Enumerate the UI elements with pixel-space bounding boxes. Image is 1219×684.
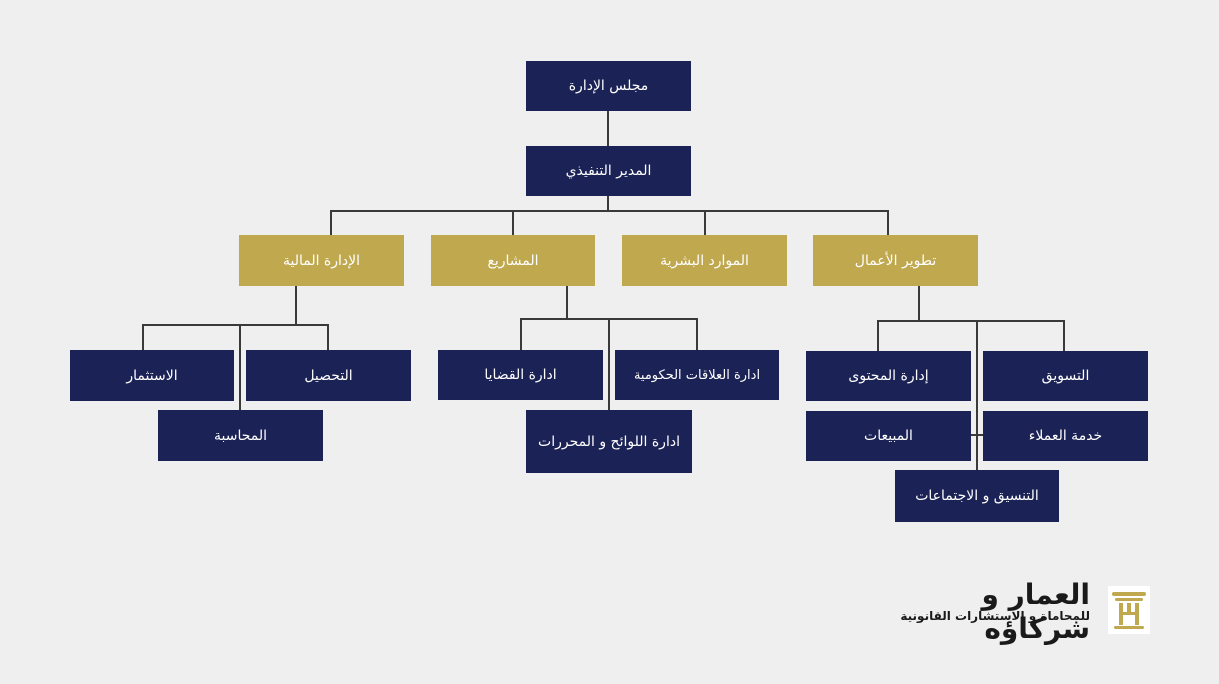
logo-tagline: للمحاماة و الاستشارات القانونية (900, 609, 1090, 623)
ceo-box: المدير التنفيذي (526, 146, 691, 196)
unit-sales-box: المبيعات (806, 411, 971, 461)
connector-content-drop (877, 320, 879, 351)
unit-accounting-box: المحاسبة (158, 410, 323, 461)
connector-accounting-drop (239, 324, 241, 410)
dept-hr-box: الموارد البشرية (622, 235, 787, 286)
connector-finance-bus (142, 324, 329, 326)
board-box: مجلس الإدارة (526, 61, 691, 111)
connector-bizdev-bus (877, 320, 1065, 322)
logo-name: العمار و شركاؤه (981, 578, 1090, 645)
connector-finance-down (295, 286, 297, 325)
connector-investment-drop (142, 324, 144, 350)
connector-projects-drop (512, 210, 514, 235)
connector-sales-cs (970, 434, 983, 436)
unit-content-box: إدارة المحتوى (806, 351, 971, 401)
connector-regulations-drop (608, 318, 610, 410)
dept-projects-box: المشاريع (431, 235, 595, 286)
connector-collection-drop (327, 324, 329, 350)
unit-collection-box: التحصيل (246, 350, 411, 401)
unit-govrel-box: ادارة العلاقات الحكومية (615, 350, 779, 400)
connector-bizdev-drop (887, 210, 889, 235)
connector-finance-drop (330, 210, 332, 235)
connector-bizdev-down (918, 286, 920, 321)
unit-cases-box: ادارة القضايا (438, 350, 603, 400)
dept-finance-box: الإدارة المالية (239, 235, 404, 286)
unit-coordination-box: التنسيق و الاجتماعات (895, 470, 1059, 522)
unit-customer-service-box: خدمة العملاء (983, 411, 1148, 461)
connector-board-ceo (607, 111, 609, 146)
connector-hr-drop (704, 210, 706, 235)
unit-regulations-box: ادارة اللوائح و المحررات (526, 410, 692, 473)
pillar-logo-icon (1108, 586, 1150, 634)
connector-dept-bus (330, 210, 889, 212)
unit-marketing-box: التسويق (983, 351, 1148, 401)
dept-bizdev-box: تطوير الأعمال (813, 235, 978, 286)
connector-marketing-drop (1063, 320, 1065, 351)
connector-govrel-drop (696, 318, 698, 350)
connector-ceo-down (607, 196, 609, 211)
connector-bizdev-trunk (976, 320, 978, 470)
connector-cases-drop (520, 318, 522, 350)
connector-projects-down (566, 286, 568, 319)
unit-investment-box: الاستثمار (70, 350, 234, 401)
